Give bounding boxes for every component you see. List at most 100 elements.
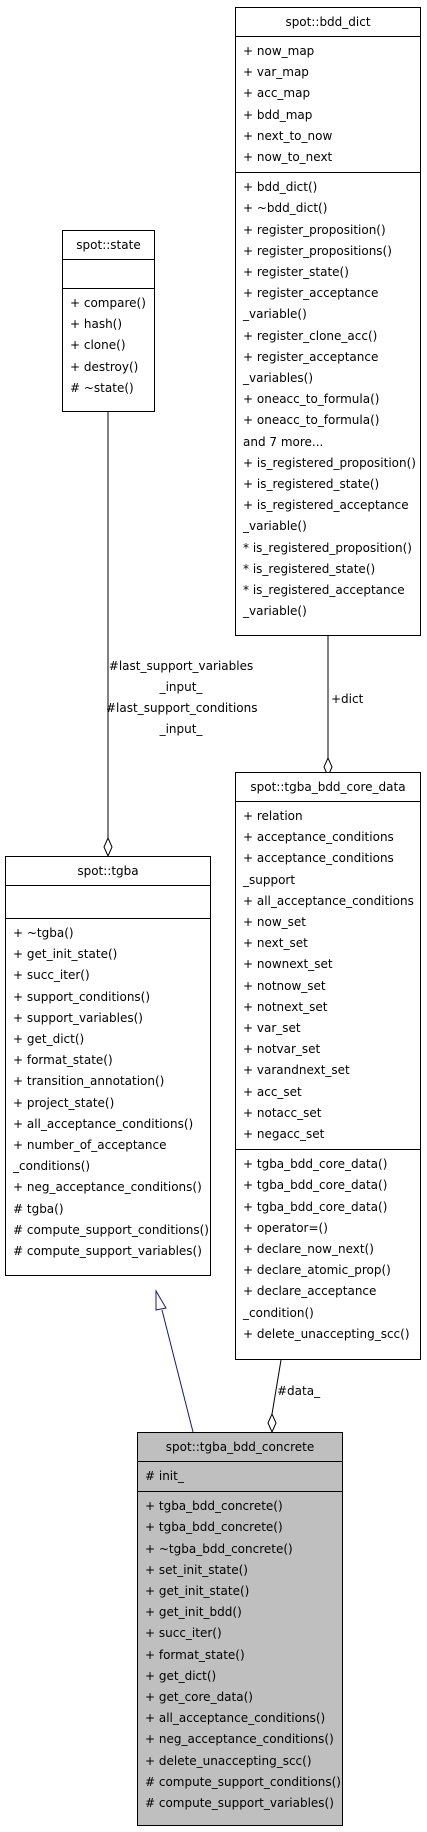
member-line: + is_registered_acceptance — [243, 498, 409, 513]
member-line: + notnext_set — [243, 999, 328, 1014]
class-bdd-dict[interactable]: spot::bdd_dict + now_map+ var_map+ acc_m… — [235, 7, 421, 636]
class-title: spot::tgba — [6, 857, 210, 886]
member-line: + tgba_bdd_concrete() — [145, 1499, 283, 1514]
member-line: + acceptance_conditions — [243, 830, 394, 845]
inheritance-arrowhead — [155, 1289, 167, 1311]
methods-section: + ~tgba()+ get_init_state()+ succ_iter()… — [6, 919, 210, 1266]
member-line: + oneacc_to_formula() — [243, 413, 380, 428]
member-line: + ~bdd_dict() — [243, 201, 328, 216]
member-line: * is_registered_state() — [243, 561, 376, 576]
member-line: + number_of_acceptance — [13, 1138, 167, 1153]
member-line: + declare_atomic_prop() — [243, 1263, 391, 1278]
methods-section: + tgba_bdd_core_data() + tgba_bdd_core_da… — [236, 1150, 420, 1349]
member-line: # compute_support_variables() — [13, 1244, 202, 1259]
member-line: + now_set — [243, 915, 306, 930]
member-line: # compute_support_variables() — [145, 1796, 334, 1811]
member-line: + format_state() — [145, 1647, 245, 1662]
member-line: _conditions() — [13, 1159, 91, 1174]
member-line: _support — [243, 872, 296, 887]
member-line: _variable() — [243, 519, 307, 534]
member-line: + clone() — [70, 338, 126, 353]
member-line: + succ_iter() — [145, 1626, 222, 1641]
class-tgba-bdd-concrete[interactable]: spot::tgba_bdd_concrete # init_ + tgba_b… — [137, 1432, 343, 1826]
member-line: + tgba_bdd_core_data() — [243, 1199, 388, 1214]
aggregation-diamond-state — [103, 836, 113, 858]
member-line: + relation — [243, 809, 303, 823]
member-line: + bdd_map — [243, 107, 313, 122]
member-line: + all_acceptance_conditions() — [13, 1116, 194, 1131]
member-line: + var_map — [243, 65, 309, 80]
class-state[interactable]: spot::state + compare()+ hash()+ clone()… — [62, 230, 155, 412]
member-line: + get_core_data() — [145, 1690, 253, 1705]
member-line: + nownext_set — [243, 957, 333, 972]
member-line: + notacc_set — [243, 1105, 322, 1120]
member-line: + format_state() — [13, 1053, 113, 1068]
member-line: + all_acceptance_conditions — [243, 893, 414, 908]
member-line: + acc_map — [243, 86, 311, 101]
edge-data — [271, 1359, 282, 1415]
member-line: + acceptance_conditions — [243, 851, 394, 866]
member-line: + tgba_bdd_core_data() — [243, 1178, 388, 1193]
member-line: _variable() — [243, 604, 307, 619]
member-line: + varandnext_set — [243, 1063, 350, 1078]
member-line: + compare() — [70, 296, 146, 310]
member-line: # init_ — [145, 1469, 184, 1483]
methods-section: + bdd_dict() + ~bdd_dict() + register_prop… — [236, 173, 420, 626]
member-line: + oneacc_to_formula() — [243, 392, 380, 407]
edge-label-last-support: #last_support_variables _input_ #last_su… — [106, 659, 258, 736]
member-line: + register_propositions() — [243, 243, 392, 258]
member-line: + next_set — [243, 936, 308, 951]
member-line: + bdd_dict() — [243, 180, 318, 195]
member-line: + declare_now_next() — [243, 1242, 374, 1257]
member-line: + acc_set — [243, 1084, 302, 1099]
member-line: # compute_support_conditions() — [145, 1774, 341, 1789]
class-tgba-bdd-core-data[interactable]: spot::tgba_bdd_core_data + relation+ acc… — [235, 772, 421, 1360]
member-line: + delete_unaccepting_scc() — [243, 1326, 410, 1341]
member-line: # ~state() — [70, 380, 134, 395]
class-tgba[interactable]: spot::tgba + ~tgba()+ get_init_state()+ … — [5, 856, 211, 1276]
member-line: + delete_unaccepting_scc() — [145, 1753, 312, 1768]
member-line: + negacc_set — [243, 1127, 325, 1142]
member-line: + neg_acceptance_conditions() — [145, 1732, 334, 1747]
attributes-section: + now_map+ var_map+ acc_map+ bdd_map+ ne… — [236, 37, 420, 174]
member-line: + support_variables() — [13, 1010, 143, 1025]
member-line: + neg_acceptance_conditions() — [13, 1180, 202, 1195]
member-line: + succ_iter() — [13, 968, 90, 983]
member-line: _condition() — [243, 1305, 314, 1320]
member-line: + notvar_set — [243, 1042, 321, 1057]
member-line: + var_set — [243, 1021, 301, 1036]
member-line: + declare_acceptance — [243, 1284, 377, 1299]
member-line: + register_acceptance — [243, 349, 379, 364]
attributes-section: # init_ — [138, 1462, 342, 1493]
aggregation-diamond-data — [267, 1412, 277, 1434]
member-line: + is_registered_proposition() — [243, 455, 416, 470]
inheritance-edge — [161, 1309, 194, 1433]
member-line: and 7 more... — [243, 434, 324, 449]
attributes-section — [63, 260, 154, 289]
attributes-section — [6, 886, 210, 919]
member-line: + get_init_state() — [145, 1584, 250, 1599]
edge-label-dict: +dict — [331, 692, 364, 706]
member-line: # compute_support_conditions() — [13, 1222, 209, 1237]
member-line: # tgba() — [13, 1201, 64, 1216]
member-line: + ~tgba_bdd_concrete() — [145, 1541, 293, 1556]
member-line: + tgba_bdd_core_data() — [243, 1157, 388, 1172]
member-line: + register_clone_acc() — [243, 328, 378, 343]
member-line: * is_registered_acceptance — [243, 583, 405, 598]
member-line: + support_conditions() — [13, 989, 151, 1004]
member-line: + get_init_bdd() — [145, 1605, 242, 1620]
member-line: + all_acceptance_conditions() — [145, 1711, 326, 1726]
methods-section: + tgba_bdd_concrete()+ tgba_bdd_concrete… — [138, 1492, 342, 1818]
member-line: + register_acceptance — [243, 286, 379, 301]
member-line: + register_proposition() — [243, 222, 386, 237]
member-line: + set_init_state() — [145, 1562, 248, 1577]
class-title: spot::tgba_bdd_concrete — [138, 1433, 342, 1462]
member-line: + transition_annotation() — [13, 1074, 165, 1089]
member-line: + register_state() — [243, 265, 349, 280]
edge-label-data: #data_ — [277, 1384, 321, 1398]
member-line: + operator=() — [243, 1220, 328, 1235]
class-title: spot::bdd_dict — [236, 8, 420, 37]
member-line: + get_dict() — [145, 1668, 217, 1683]
methods-section: + compare()+ hash()+ clone()+ destroy()#… — [63, 289, 154, 403]
